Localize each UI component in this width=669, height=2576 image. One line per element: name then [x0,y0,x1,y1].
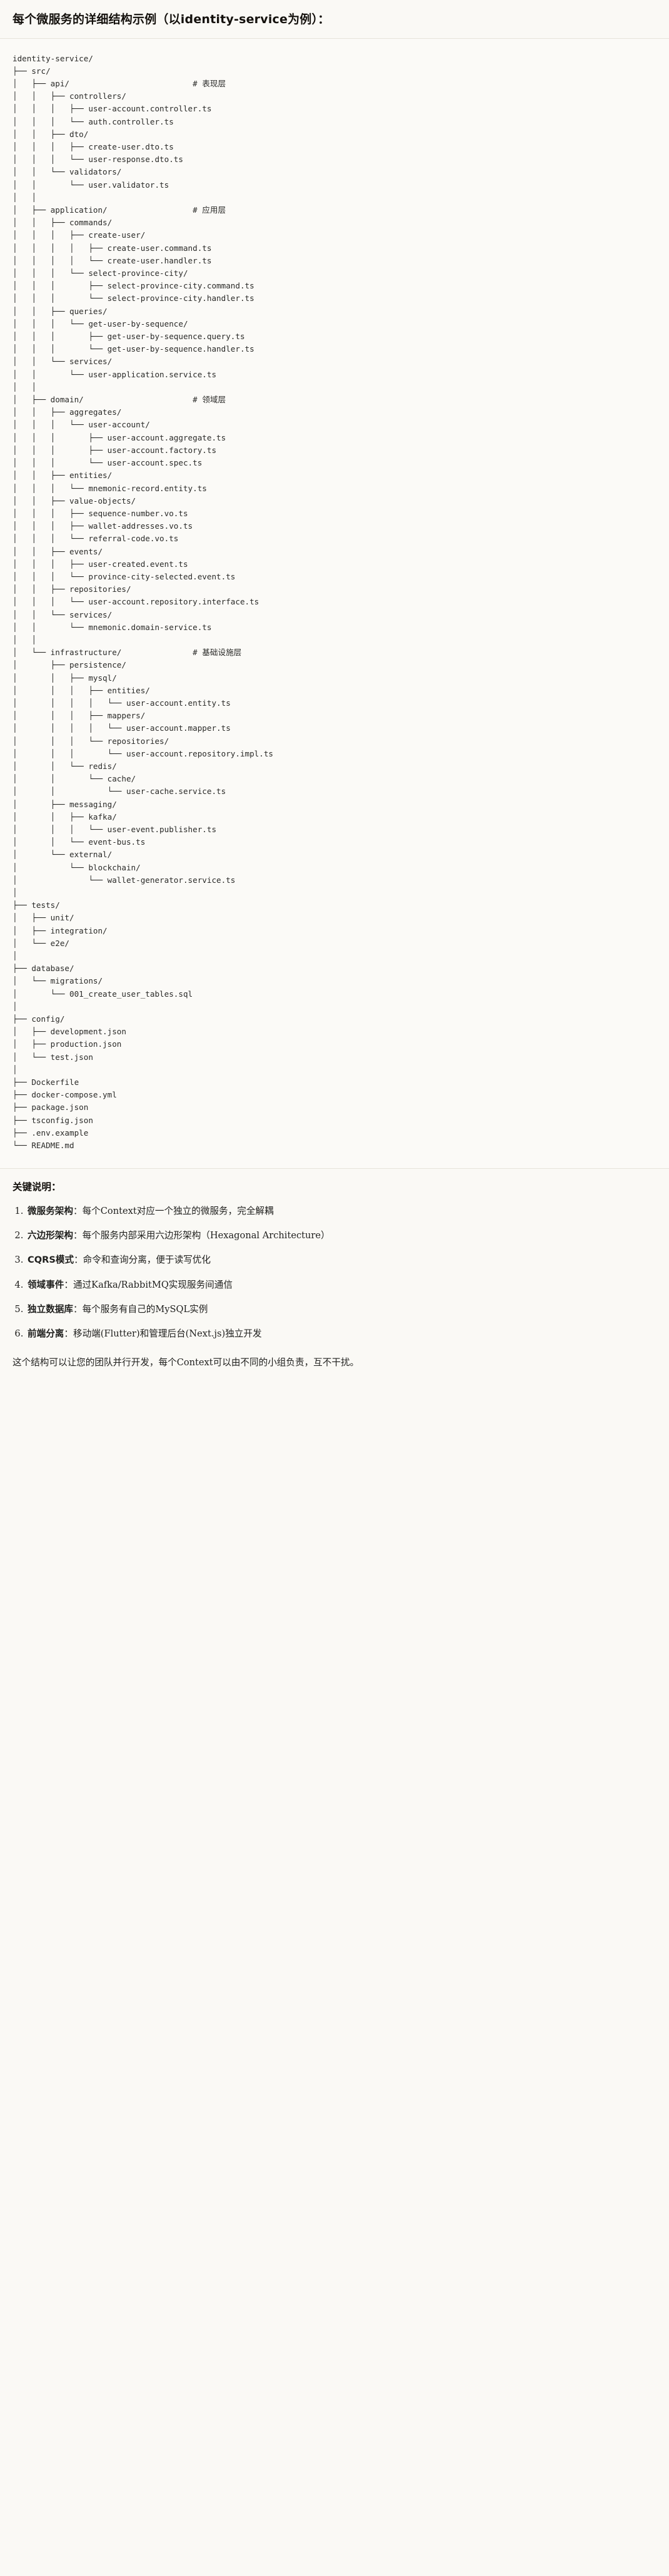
key-point-term: 领域事件 [28,1279,64,1290]
key-point-description: ：每个服务内部采用六边形架构（Hexagonal Architecture） [73,1229,330,1241]
key-point-description: ：每个Context对应一个独立的微服务，完全解耦 [73,1205,274,1216]
page-title: 每个微服务的详细结构示例（以identity-service为例）： [13,13,330,26]
key-point-item: CQRS模式：命令和查询分离，便于读写优化 [26,1253,656,1267]
key-point-item: 领域事件：通过Kafka/RabbitMQ实现服务间通信 [26,1278,656,1292]
tree-divider [0,1168,669,1169]
key-point-term: 独立数据库 [28,1303,73,1315]
directory-tree-text: identity-service/ ├── src/ │ ├── api/ # … [13,53,274,1151]
key-point-description: ：移动端(Flutter)和管理后台(Next.js)独立开发 [64,1328,262,1340]
title-divider [0,38,669,39]
document-page: 每个微服务的详细结构示例（以identity-service为例）： ident… [0,0,669,1387]
key-point-item: 六边形架构：每个服务内部采用六边形架构（Hexagonal Architectu… [26,1228,656,1243]
key-point-term: 微服务架构 [28,1205,73,1216]
key-points-heading: 关键说明： [13,1181,61,1193]
key-point-description: ：命令和查询分离，便于读写优化 [74,1255,211,1266]
key-point-item: 前端分离：移动端(Flutter)和管理后台(Next.js)独立开发 [26,1326,656,1341]
key-point-term: CQRS模式 [28,1255,74,1266]
key-points-section: 关键说明： 微服务架构：每个Context对应一个独立的微服务，完全解耦六边形架… [0,1169,669,1387]
key-point-term: 前端分离 [28,1328,64,1340]
key-point-item: 独立数据库：每个服务有自己的MySQL实例 [26,1302,656,1316]
key-point-item: 微服务架构：每个Context对应一个独立的微服务，完全解耦 [26,1204,656,1218]
directory-tree-block: identity-service/ ├── src/ │ ├── api/ # … [0,38,669,1169]
closing-paragraph: 这个结构可以让您的团队并行开发，每个Context可以由不同的小组负责，互不干扰… [13,1357,360,1368]
key-point-description: ：通过Kafka/RabbitMQ实现服务间通信 [64,1279,233,1290]
directory-tree: identity-service/ ├── src/ │ ├── api/ # … [13,53,656,1153]
key-points-list: 微服务架构：每个Context对应一个独立的微服务，完全解耦六边形架构：每个服务… [13,1204,656,1341]
key-point-term: 六边形架构 [28,1229,73,1241]
key-point-description: ：每个服务有自己的MySQL实例 [73,1303,208,1315]
